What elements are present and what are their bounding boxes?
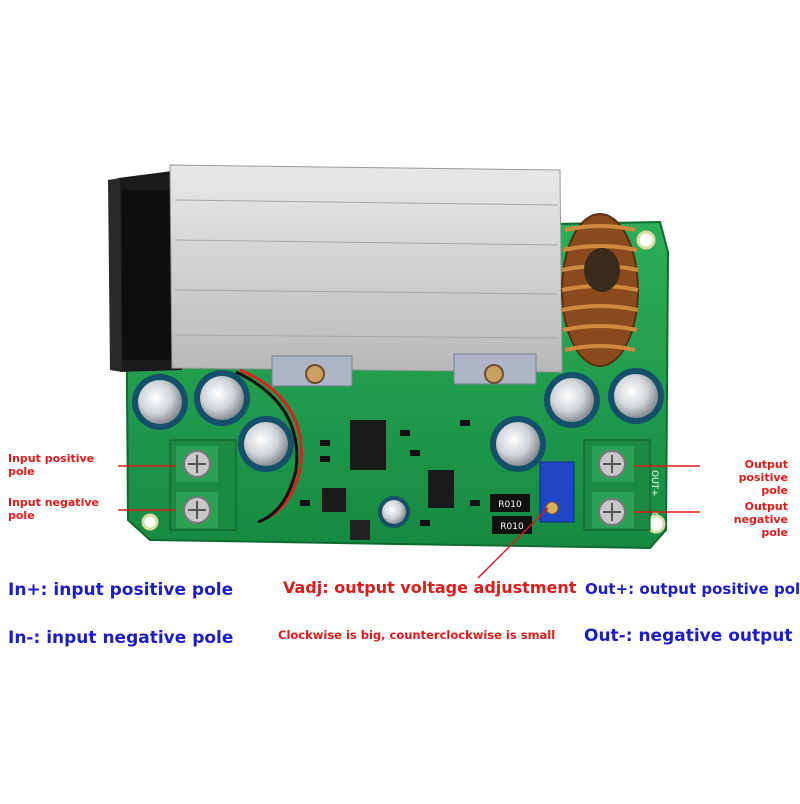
capacitor — [238, 416, 294, 472]
capacitor — [608, 368, 664, 424]
shunt-resistor — [490, 494, 530, 512]
legend-vadj: Vadj: output voltage adjustment — [283, 578, 577, 597]
control-ic — [350, 420, 386, 470]
callout-input-negative: Input negative pole — [8, 496, 99, 522]
resistor-marking-a: R010 — [498, 500, 522, 510]
ic — [322, 488, 346, 512]
input-terminal-block — [169, 439, 237, 531]
capacitor — [490, 416, 546, 472]
shunt-resistor — [492, 516, 532, 534]
legend-out-plus: Out+: output positive pole — [585, 580, 800, 598]
capacitor — [378, 496, 410, 528]
resistor-marking-b: R010 — [500, 522, 524, 532]
screw — [305, 364, 325, 384]
mounting-hole — [141, 513, 159, 531]
legend-in-plus: In+: input positive pole — [8, 580, 234, 600]
legend-out-minus: Out-: negative output — [584, 626, 793, 646]
voltage-potentiometer — [539, 461, 575, 523]
inductor-small — [350, 520, 370, 540]
capacitor — [544, 372, 600, 428]
callout-output-positive: Output positive pole — [738, 458, 788, 497]
callout-input-positive: Input positive pole — [8, 452, 95, 478]
silkscreen-out-plus: OUT+ — [649, 470, 659, 497]
heatsink — [169, 164, 563, 373]
ic — [428, 470, 454, 508]
capacitor — [194, 370, 250, 426]
silkscreen-out-minus: OUT- — [649, 512, 659, 534]
callout-output-negative: Output negative pole — [733, 500, 788, 539]
legend-vadj-note: Clockwise is big, counterclockwise is sm… — [278, 628, 556, 642]
mounting-hole — [636, 230, 656, 250]
legend-in-minus: In-: input negative pole — [8, 628, 234, 648]
screw — [484, 364, 504, 384]
pointer-line — [477, 507, 549, 579]
output-terminal-block — [583, 439, 651, 531]
capacitor — [132, 374, 188, 430]
